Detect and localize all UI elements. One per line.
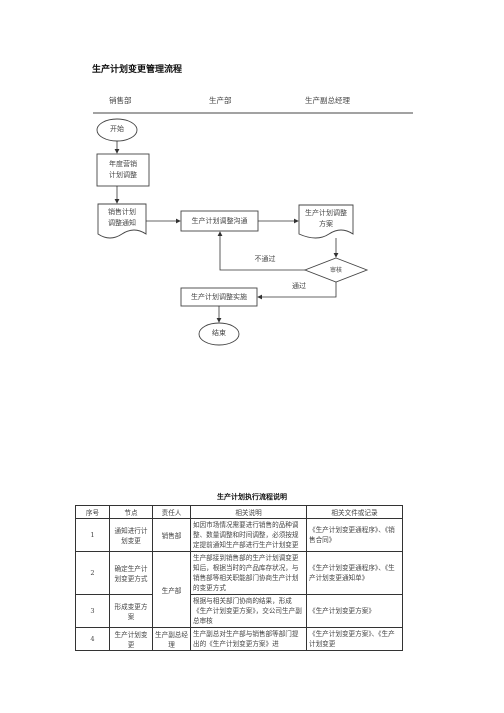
table-header-row: 序号 节点 责任人 相关说明 相关文件或记录 [75, 505, 403, 519]
annual-plan-label: 年度营销计划调整 [109, 160, 137, 179]
cell-no: 4 [75, 627, 110, 651]
fail-label: 不通过 [254, 255, 276, 263]
lane-sales: 销售部 [109, 96, 132, 105]
table-row: 4 生产计划变更 生产副总经理 生产副总对生产部与销售部等部门提出的《生产计划变… [75, 627, 403, 651]
cell-docs: 《生产计划变更通程序》、《生产计划变更通知单》 [306, 551, 403, 595]
page-bottom-margin [0, 655, 504, 713]
adjust-plan-label: 生产计划调整方案 [305, 209, 347, 228]
annual-plan-box [96, 153, 150, 187]
end-terminal [198, 322, 240, 346]
cell-node: 通知进行计划变更 [109, 518, 153, 552]
communicate-label: 生产计划调整沟通 [191, 217, 248, 225]
cell-desc: 根据与相关部门协商的结果，形成《生产计划变更方案》，交公司生产副总审核 [190, 594, 307, 628]
table-row: 1 通知进行计划变更 销售部 如因市场情况需要进行销售的品种调整、数量调整和时间… [75, 518, 403, 552]
table-row: 2 确定生产计划变更方式 生产部 生产部接到销售部的生产计划调变更知后，根据当时… [75, 551, 403, 628]
cell-docs: 《生产计划变更方案》 [306, 594, 403, 628]
cell-node: 形成变更方案 [109, 594, 153, 628]
cell-node: 生产计划变更 [109, 627, 153, 651]
cell-docs: 《生产计划变更通程序》、《销售合同》 [306, 518, 403, 552]
lane-vp: 生产副总经理 [305, 96, 350, 105]
cell-no: 3 [75, 594, 110, 628]
pass-connector [257, 282, 337, 300]
end-label: 结束 [212, 329, 226, 337]
review-label: 审核 [329, 267, 342, 274]
start-label: 开始 [110, 125, 124, 133]
pass-label: 通过 [292, 282, 306, 290]
cell-owner: 销售部 [152, 518, 191, 552]
cell-desc: 生产副总对生产部与销售部等部门提出的《生产计划变更方案》进 [190, 627, 307, 651]
page-title: 生产计划变更管理流程 [92, 65, 183, 75]
table-row: 3 形成变更方案 根据与相关部门协商的结果，形成《生产计划变更方案》，交公司生产… [75, 594, 403, 628]
header-no: 序号 [75, 505, 110, 519]
cell-no: 1 [75, 518, 110, 552]
lane-production: 生产部 [209, 96, 232, 105]
process-table: 序号 节点 责任人 相关说明 相关文件或记录 1 通知进行计划变更 销售部 如因… [75, 505, 403, 651]
cell-node: 确定生产计划变更方式 [109, 551, 153, 595]
header-desc: 相关说明 [190, 505, 307, 519]
cell-owner: 生产部 [152, 551, 191, 628]
cell-desc: 生产部接到销售部的生产计划调变更知后，根据当时的产品库存状况，与销售部等相关职能… [190, 551, 307, 595]
sales-notice-doc [97, 203, 147, 239]
cell-owner: 生产副总经理 [152, 627, 191, 651]
header-docs: 相关文件或记录 [306, 505, 403, 519]
implement-label: 生产计划调整实施 [191, 293, 247, 301]
adjust-plan-doc [298, 204, 354, 239]
header-node: 节点 [109, 505, 153, 519]
cell-docs: 《生产计划变更方案》、《生产计划变更 [306, 627, 403, 651]
cell-no: 2 [75, 551, 110, 595]
table-title: 生产计划执行流程说明 [217, 492, 287, 501]
fail-connector [217, 231, 305, 271]
cell-desc: 如因市场情况需要进行销售的品种调整、数量调整和时间调整，必须按规定提前通知生产部… [190, 518, 307, 552]
header-owner: 责任人 [152, 505, 191, 519]
sales-notice-label: 销售计划调整通知 [108, 208, 136, 227]
